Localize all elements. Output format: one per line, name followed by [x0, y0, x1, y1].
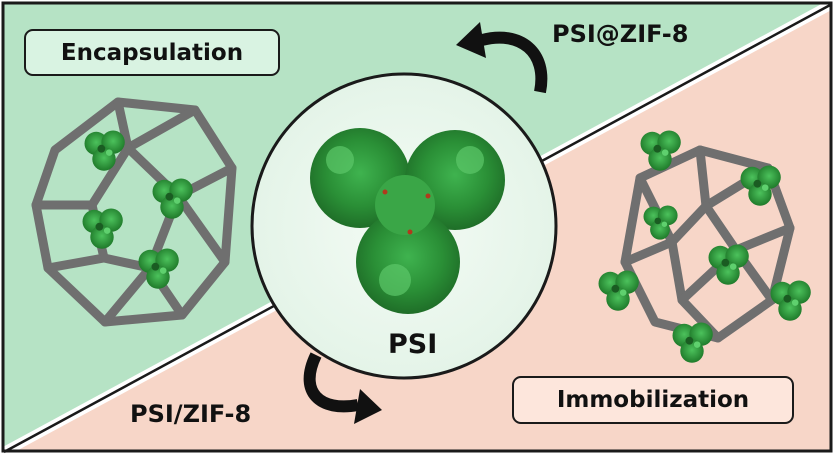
encapsulation-label: Encapsulation	[24, 29, 280, 76]
psi-label: PSI	[388, 329, 438, 360]
zif8-cage-encapsulated	[31, 97, 237, 327]
psi-at-zif8-label: PSI@ZIF-8	[552, 20, 689, 48]
arrow-to-encapsulation	[456, 22, 548, 94]
immobilization-label: Immobilization	[512, 376, 794, 424]
psi-slash-zif8-label: PSI/ZIF-8	[130, 400, 252, 428]
arrow-to-immobilization	[303, 352, 382, 424]
psi-trimer	[310, 128, 505, 314]
